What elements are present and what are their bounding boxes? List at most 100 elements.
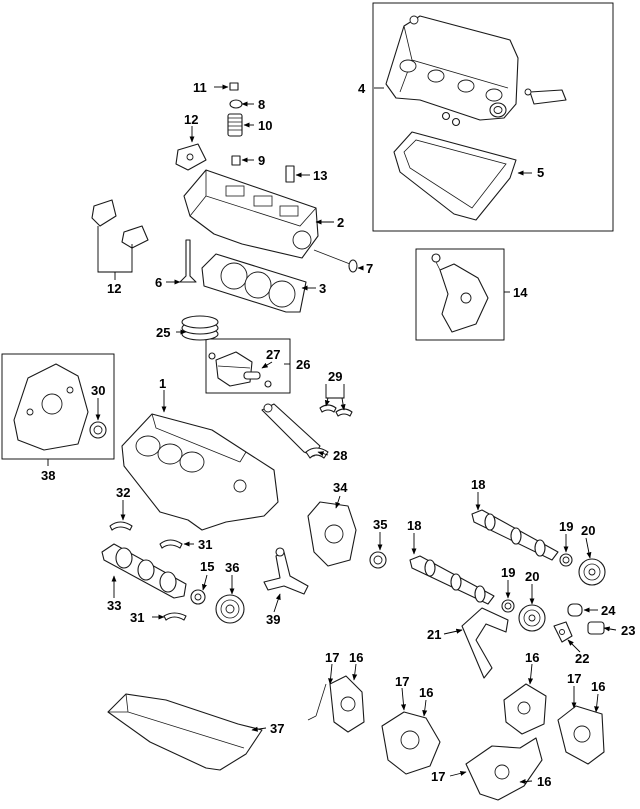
callout-29: 29: [328, 369, 342, 384]
rear-main-seal: [369, 551, 387, 569]
callout-4: 4: [358, 81, 366, 96]
camshaft-seal-lower: [501, 599, 515, 613]
valve-cover-group-box: [372, 2, 614, 232]
callout-37: 37: [270, 721, 284, 736]
callout-labels: 1 2 3 4 5 6 7 8 9 10 11 12 12 13 14 15 1…: [41, 80, 635, 789]
connecting-rod: [261, 403, 329, 459]
main-bearing-lower: [163, 612, 187, 621]
seal-retainer: [307, 501, 357, 567]
callout-10: 10: [258, 118, 272, 133]
cylinder-head: [183, 169, 319, 259]
engine-block: [121, 413, 279, 531]
timing-cover-left: [307, 675, 365, 733]
timing-cover-lower: [465, 737, 543, 801]
callout-17-a: 17: [325, 650, 339, 665]
lash-adjuster: [285, 165, 295, 183]
callout-28: 28: [333, 448, 347, 463]
callout-39: 39: [266, 612, 280, 627]
valve-cover-bolts: [441, 111, 461, 127]
leader-lines: [47, 84, 617, 785]
rod-bearings: [319, 404, 353, 417]
callout-21: 21: [427, 627, 441, 642]
sensor: [587, 621, 605, 635]
callout-30: 30: [91, 383, 105, 398]
callout-31-a: 31: [198, 537, 212, 552]
callout-16-b: 16: [419, 685, 433, 700]
intake-valve: [179, 239, 197, 283]
main-bearing-middle: [159, 539, 183, 549]
callout-20-upper: 20: [581, 523, 595, 538]
piston-pin: [208, 352, 272, 388]
valve-stem-seal: [231, 155, 241, 166]
callout-3: 3: [319, 281, 326, 296]
camshaft-sprocket-upper: [578, 558, 606, 586]
oil-pickup-tube: [263, 547, 309, 595]
oil-pump: [13, 363, 89, 451]
oil-pan: [107, 693, 263, 771]
callout-33: 33: [107, 598, 121, 613]
timing-belt: [461, 607, 509, 679]
valve-spring-retainer: [229, 99, 243, 109]
timing-cover-right: [557, 705, 605, 765]
callout-35: 35: [373, 517, 387, 532]
callout-19-lower: 19: [501, 565, 515, 580]
timing-belt-tensioner: [553, 621, 573, 643]
camshaft-upper: [471, 509, 559, 561]
timing-cover-center: [381, 711, 441, 775]
callout-2: 2: [337, 215, 344, 230]
callout-9: 9: [258, 153, 265, 168]
callout-5: 5: [537, 165, 544, 180]
water-outlet: [431, 253, 489, 333]
callout-31-b: 31: [130, 610, 144, 625]
rocker-arm-upper: [175, 143, 207, 171]
rocker-arm-right: [121, 225, 149, 249]
rocker-arm-left: [91, 199, 117, 227]
camshaft-lower: [409, 555, 495, 605]
callout-17-c: 17: [567, 671, 581, 686]
exhaust-valve: [313, 249, 358, 273]
callout-1: 1: [159, 376, 166, 391]
cylinder-head-gasket: [201, 253, 307, 313]
water-outlet-group-box: [415, 248, 505, 341]
callout-19-upper: 19: [559, 519, 573, 534]
callout-23: 23: [621, 623, 635, 638]
callout-38: 38: [41, 468, 55, 483]
callout-7: 7: [366, 261, 373, 276]
callout-8: 8: [258, 97, 265, 112]
oil-pump-group-box: [1, 353, 115, 460]
valve-keeper: [229, 82, 239, 91]
callout-13: 13: [313, 168, 327, 183]
crankshaft-sprocket: [190, 589, 206, 605]
crankshaft-pulley: [215, 594, 245, 624]
callout-14: 14: [513, 285, 528, 300]
callout-11: 11: [193, 80, 207, 95]
callout-36: 36: [225, 560, 239, 575]
callout-32: 32: [116, 485, 130, 500]
pcv-valve: [524, 88, 567, 105]
main-bearing-upper: [109, 521, 133, 531]
callout-17-d: 17: [431, 769, 445, 784]
callout-12-upper: 12: [184, 112, 198, 127]
oil-seal: [89, 421, 107, 439]
piston: [215, 351, 253, 387]
callout-12-lower: 12: [107, 281, 121, 296]
callout-16-d: 16: [591, 679, 605, 694]
callout-27: 27: [266, 347, 280, 362]
callout-16-e: 16: [537, 774, 551, 789]
callout-16-a: 16: [349, 650, 363, 665]
valve-cover-seal-ring: [489, 102, 507, 118]
valve-cover: [385, 15, 519, 121]
callout-20-lower: 20: [525, 569, 539, 584]
camshaft-sprocket-lower: [518, 604, 546, 632]
callout-6: 6: [155, 275, 162, 290]
piston-rings: [181, 315, 219, 341]
timing-cover-right-upper: [503, 683, 547, 735]
callout-24: 24: [601, 603, 616, 618]
callout-18-lower: 18: [407, 518, 421, 533]
valve-spring: [227, 113, 243, 137]
crankshaft: [101, 543, 187, 599]
callout-16-c: 16: [525, 650, 539, 665]
valve-cover-gasket: [393, 131, 517, 221]
idler-pulley: [567, 603, 583, 617]
